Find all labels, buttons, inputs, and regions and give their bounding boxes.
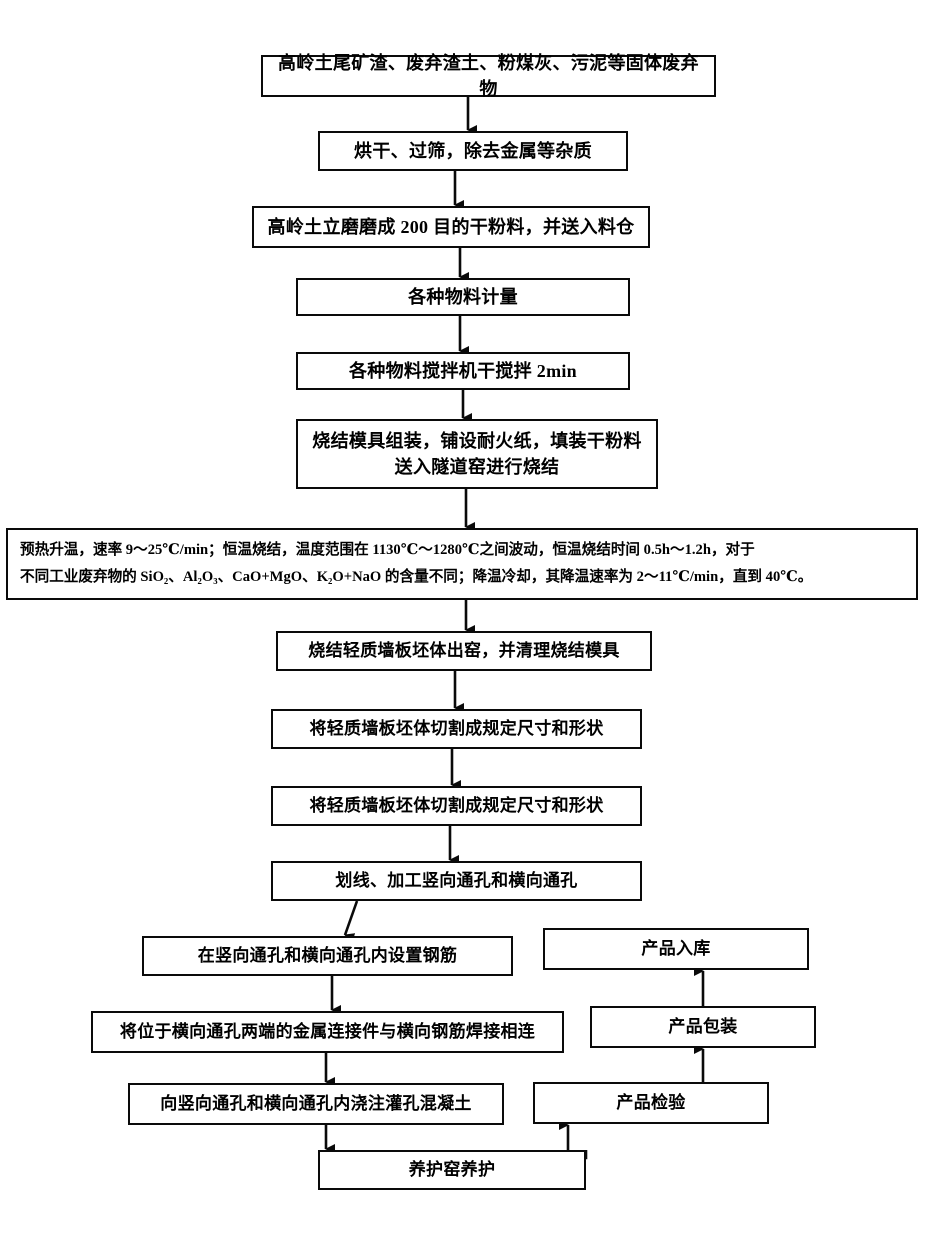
process-box: 烘干、过筛，除去金属等杂质 <box>318 131 628 171</box>
process-box: 在竖向通孔和横向通孔内设置钢筋 <box>142 936 513 976</box>
process-box: 烧结模具组装，铺设耐火纸，填装干粉料 送入隧道窑进行烧结 <box>296 419 658 489</box>
process-box: 养护窑养护 <box>318 1150 586 1190</box>
process-box-label: 产品检验 <box>616 1092 686 1112</box>
process-box-label: 高岭土尾矿渣、废弃渣土、粉煤灰、污泥等固体废弃物 <box>278 52 699 99</box>
process-box: 划线、加工竖向通孔和横向通孔 <box>271 861 642 901</box>
process-box: 高岭土尾矿渣、废弃渣土、粉煤灰、污泥等固体废弃物 <box>261 53 716 99</box>
process-box-label: 产品入库 <box>641 938 711 958</box>
process-box: 将轻质墙板坯体切割成规定尺寸和形状 <box>271 709 642 749</box>
process-box-label: 划线、加工竖向通孔和横向通孔 <box>335 870 578 890</box>
process-box-label: 高岭土立磨磨成 200 目的干粉料，并送入料仓 <box>267 216 635 237</box>
process-box-label: 在竖向通孔和横向通孔内设置钢筋 <box>197 945 458 965</box>
process-box-label: 各种物料搅拌机干搅拌 2min <box>348 360 577 381</box>
process-box: 各种物料计量 <box>296 278 630 316</box>
process-box: 将位于横向通孔两端的金属连接件与横向钢筋焊接相连 <box>91 1011 564 1053</box>
process-box-label: 烘干、过筛，除去金属等杂质 <box>354 140 592 161</box>
process-box: 产品入库 <box>543 928 809 970</box>
process-box: 产品包装 <box>590 1006 816 1048</box>
process-box: 烧结轻质墙板坯体出窑，并清理烧结模具 <box>276 631 652 671</box>
process-box-label: 烧结轻质墙板坯体出窑，并清理烧结模具 <box>308 640 620 660</box>
flow-arrow <box>343 900 359 943</box>
process-box: 产品检验 <box>533 1082 769 1124</box>
process-box-label: 向竖向通孔和横向通孔内浇注灌孔混凝土 <box>160 1093 472 1113</box>
process-box-label: 将位于横向通孔两端的金属连接件与横向钢筋焊接相连 <box>119 1021 536 1041</box>
process-box: 各种物料搅拌机干搅拌 2min <box>296 352 630 390</box>
process-box-label: 产品包装 <box>668 1016 738 1036</box>
process-box-label: 预热升温，速率 9～25℃/min；恒温烧结，温度范围在 1130℃～1280℃… <box>20 542 813 585</box>
process-box-label: 烧结模具组装，铺设耐火纸，填装干粉料 送入隧道窑进行烧结 <box>312 430 642 477</box>
process-box-label: 将轻质墙板坯体切割成规定尺寸和形状 <box>309 795 604 815</box>
process-box-label: 将轻质墙板坯体切割成规定尺寸和形状 <box>309 718 604 738</box>
process-box-label: 养护窑养护 <box>408 1159 496 1179</box>
process-box: 高岭土立磨磨成 200 目的干粉料，并送入料仓 <box>252 206 650 248</box>
process-box: 向竖向通孔和横向通孔内浇注灌孔混凝土 <box>128 1083 504 1125</box>
process-box-label: 各种物料计量 <box>408 286 518 307</box>
process-box: 将轻质墙板坯体切割成规定尺寸和形状 <box>271 786 642 826</box>
process-box: 预热升温，速率 9～25℃/min；恒温烧结，温度范围在 1130℃～1280℃… <box>6 528 918 600</box>
